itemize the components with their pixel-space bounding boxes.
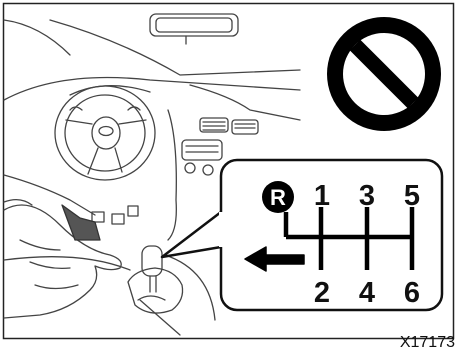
gear-label-3: 3 xyxy=(359,180,375,212)
gear-label-4: 4 xyxy=(359,277,375,309)
gear-label-2: 2 xyxy=(314,277,330,309)
gear-label-5: 5 xyxy=(404,180,420,212)
reverse-label: R xyxy=(270,185,286,210)
figure-code: X17173 xyxy=(400,334,455,351)
gear-label-6: 6 xyxy=(404,277,420,309)
no-symbol-icon xyxy=(327,17,441,131)
gear-label-1: 1 xyxy=(314,180,330,212)
